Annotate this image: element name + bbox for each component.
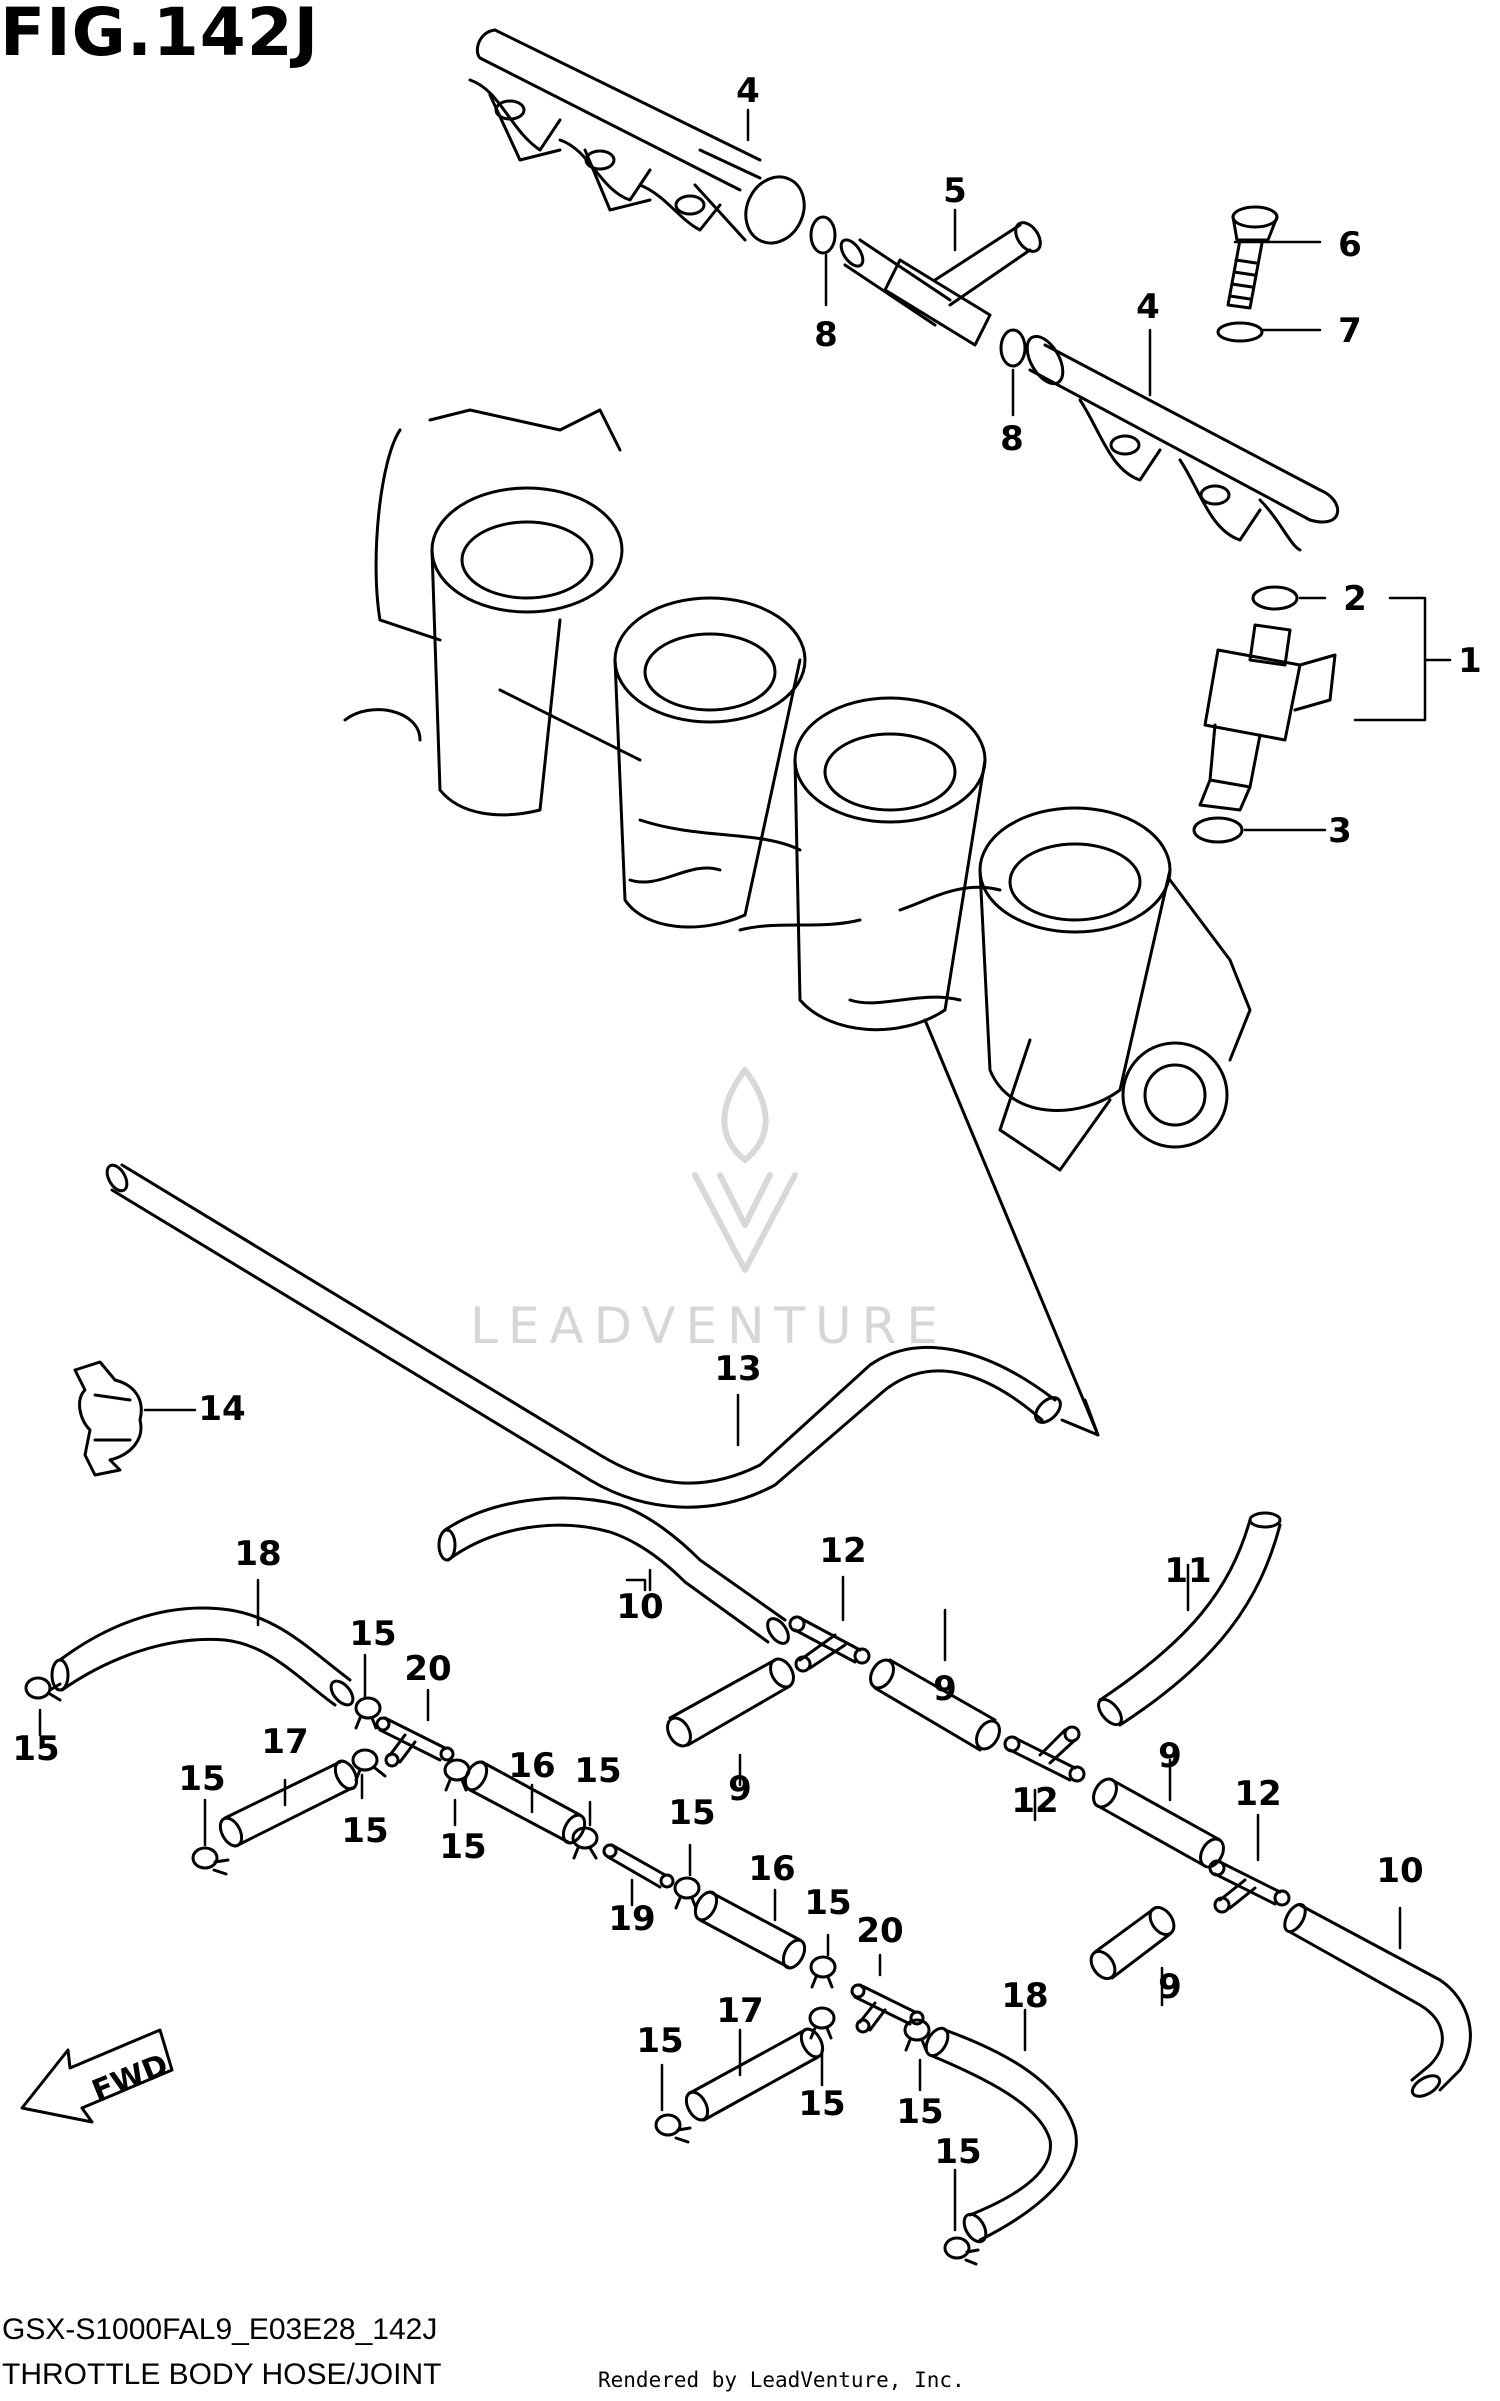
callout-9: 9 [728,1769,752,1809]
callout-10: 10 [616,1587,663,1627]
callout-15: 15 [574,1751,621,1791]
callout-4: 4 [736,71,760,111]
watermark-text: LEADVENTURE [470,1297,948,1355]
callout-18: 18 [1001,1976,1048,2016]
callout-20: 20 [404,1649,451,1689]
callout-15: 15 [896,2092,943,2132]
callout-4: 4 [1136,287,1160,327]
throttle-body-assembly [343,408,1252,1172]
callout-9: 9 [1158,1967,1182,2007]
hose-9-a [666,1657,795,1748]
hose-10-lower [1283,1902,1472,2098]
hose-17-upper [218,1759,359,1848]
callout-11: 11 [1164,1551,1211,1591]
clip-15-b [354,1696,382,1730]
leader-lines [38,108,1452,2232]
o-ring-2 [1251,585,1299,611]
callout-3: 3 [1328,811,1352,851]
callout-20: 20 [856,1911,903,1951]
clip-15-f [571,1826,599,1860]
callout-12: 12 [1234,1774,1281,1814]
callout-15: 15 [636,2021,683,2061]
hose-18-lower [924,2026,1078,2244]
callout-5: 5 [943,171,967,211]
callout-16: 16 [748,1849,795,1889]
callout-17: 17 [716,1991,763,2031]
washer-7 [1216,321,1264,343]
joint-20-upper [375,1716,455,1768]
callout-15: 15 [439,1827,486,1867]
callout-15: 15 [934,2132,981,2172]
joint-20-lower [850,1983,925,2034]
callout-15: 15 [178,1759,225,1799]
callout-8: 8 [1000,419,1024,459]
hose-9-d [1089,1905,1176,1981]
clip-15-j [903,2018,931,2052]
callout-9: 9 [1158,1736,1182,1776]
callout-10: 10 [1376,1851,1423,1891]
hose-9-b [869,1658,1001,1752]
fuel-delivery-pipe-left [468,28,806,245]
clamp-14 [73,1360,143,1477]
fuel-injector [1198,623,1337,812]
clip-15-k [654,2113,692,2144]
callout-16: 16 [508,1746,555,1786]
callout-13: 13 [714,1349,761,1389]
hose-16-lower [693,1890,807,1970]
clip-15-a [24,1676,62,1702]
hose-17-lower [684,2027,825,2122]
hose-11 [1097,1511,1282,1727]
callout-18: 18 [234,1534,281,1574]
callout-7: 7 [1338,311,1362,351]
callout-1: 1 [1458,641,1482,681]
clip-15-c [351,1748,387,1782]
callout-2: 2 [1343,579,1367,619]
joint-19 [602,1843,675,1889]
callout-19: 19 [608,1899,655,1939]
callout-15: 15 [341,1811,388,1851]
figure-title: FIG.142J [0,0,320,71]
callout-15: 15 [804,1883,851,1923]
callout-12: 12 [1011,1781,1058,1821]
callout-9: 9 [933,1669,957,1709]
hose-10-upper [437,1496,790,1645]
callout-12: 12 [819,1531,866,1571]
callout-17: 17 [261,1722,308,1762]
joint-12-b [1003,1725,1086,1783]
callout-15: 15 [668,1793,715,1833]
diagram-code: GSX-S1000FAL9_E03E28_142J [2,2313,438,2346]
fwd-arrow [20,2028,174,2124]
o-ring-8-right [999,328,1027,368]
callout-15: 15 [798,2084,845,2124]
clip-15-h [809,1955,837,1989]
clip-15-l [943,2236,980,2266]
callout-15: 15 [349,1614,396,1654]
joint-12-c [1208,1859,1291,1914]
callout-14: 14 [198,1389,245,1429]
callout-6: 6 [1338,225,1362,265]
render-credit: Rendered by LeadVenture, Inc. [598,2368,965,2392]
fuel-joint-pipe [839,221,1042,347]
clip-15-e [191,1846,230,1876]
diagram-name: THROTTLE BODY HOSE/JOINT [2,2358,442,2391]
clip-15-d [443,1758,471,1792]
watermark-logo [692,1067,798,1273]
o-ring-3 [1192,816,1244,844]
hose-18-upper [50,1606,355,1707]
bolt-6 [1226,205,1279,310]
clip-15-i [808,2006,836,2040]
clip-15-g [673,1876,701,1910]
leader-arrow [923,1018,1100,1437]
o-ring-8-left [809,215,837,255]
fuel-delivery-pipe-right [1025,334,1339,552]
hose-9-c [1092,1777,1225,1869]
hose-13 [105,1163,1062,1509]
joint-12-a [788,1615,871,1673]
callout-8: 8 [814,315,838,355]
callout-15: 15 [12,1729,59,1769]
